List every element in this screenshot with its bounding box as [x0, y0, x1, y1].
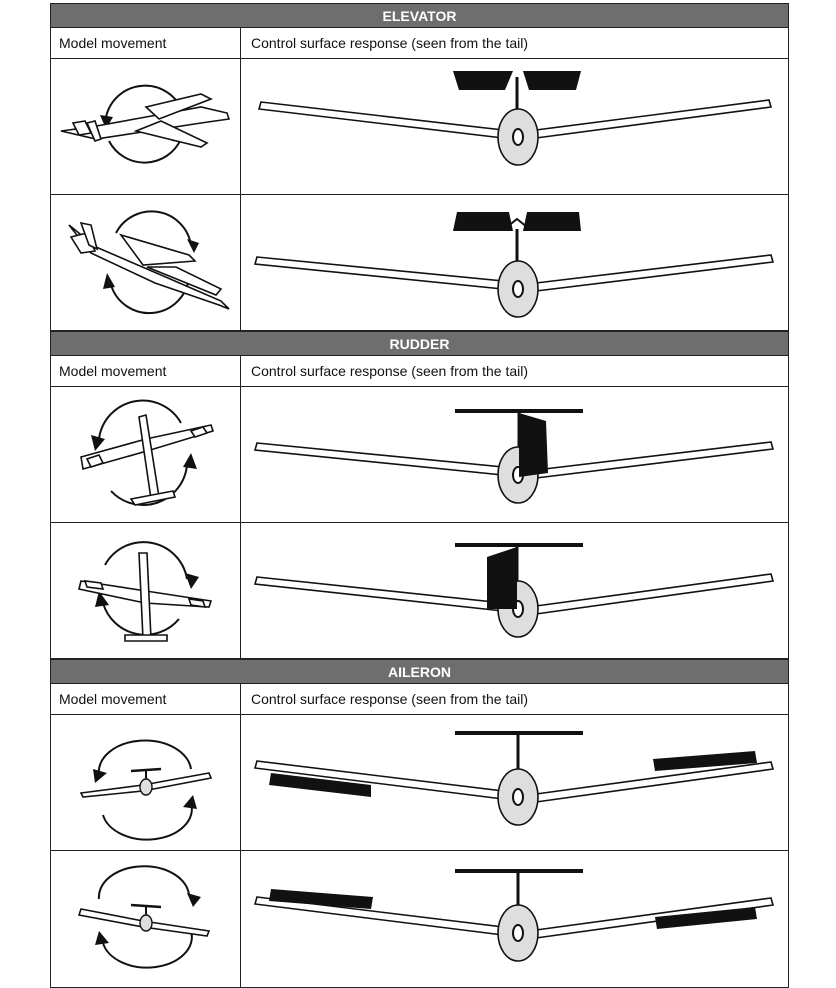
- control-surface-chart: ELEVATOR Model movement Control surface …: [50, 3, 789, 988]
- section-header-elevator: ELEVATOR: [51, 3, 788, 28]
- column-headers: Model movement Control surface response …: [51, 356, 788, 387]
- tail-view-rudder-right-icon: [241, 523, 788, 659]
- control-response-cell: [241, 387, 788, 522]
- control-response-cell: [241, 715, 788, 850]
- glider-roll-right-icon: [51, 851, 240, 987]
- tail-view-elevator-up-icon: [241, 59, 788, 195]
- glider-roll-left-icon: [51, 715, 240, 851]
- table-row: [51, 387, 788, 523]
- glider-yaw-left-icon: [51, 387, 240, 523]
- section-header-aileron: AILERON: [51, 659, 788, 684]
- tail-view-aileron-right-icon: [241, 851, 788, 987]
- model-movement-cell: [51, 523, 241, 658]
- table-row: [51, 851, 788, 987]
- column-header-control-response: Control surface response (seen from the …: [241, 684, 788, 714]
- tail-view-elevator-down-icon: [241, 195, 788, 331]
- column-header-model-movement: Model movement: [51, 28, 241, 58]
- control-response-cell: [241, 195, 788, 330]
- model-movement-cell: [51, 851, 241, 987]
- tail-view-rudder-left-icon: [241, 387, 788, 523]
- glider-pitch-up-icon: [51, 59, 240, 195]
- control-response-cell: [241, 59, 788, 194]
- section-header-rudder: RUDDER: [51, 331, 788, 356]
- table-row: [51, 715, 788, 851]
- glider-yaw-right-icon: [51, 523, 240, 659]
- table-row: [51, 523, 788, 659]
- column-header-control-response: Control surface response (seen from the …: [241, 28, 788, 58]
- column-header-model-movement: Model movement: [51, 356, 241, 386]
- glider-pitch-down-icon: [51, 195, 240, 331]
- table-row: [51, 195, 788, 331]
- column-headers: Model movement Control surface response …: [51, 684, 788, 715]
- table-row: [51, 59, 788, 195]
- control-response-cell: [241, 523, 788, 658]
- column-header-control-response: Control surface response (seen from the …: [241, 356, 788, 386]
- control-response-cell: [241, 851, 788, 987]
- tail-view-aileron-left-icon: [241, 715, 788, 851]
- column-header-model-movement: Model movement: [51, 684, 241, 714]
- model-movement-cell: [51, 387, 241, 522]
- model-movement-cell: [51, 195, 241, 330]
- model-movement-cell: [51, 59, 241, 194]
- model-movement-cell: [51, 715, 241, 850]
- column-headers: Model movement Control surface response …: [51, 28, 788, 59]
